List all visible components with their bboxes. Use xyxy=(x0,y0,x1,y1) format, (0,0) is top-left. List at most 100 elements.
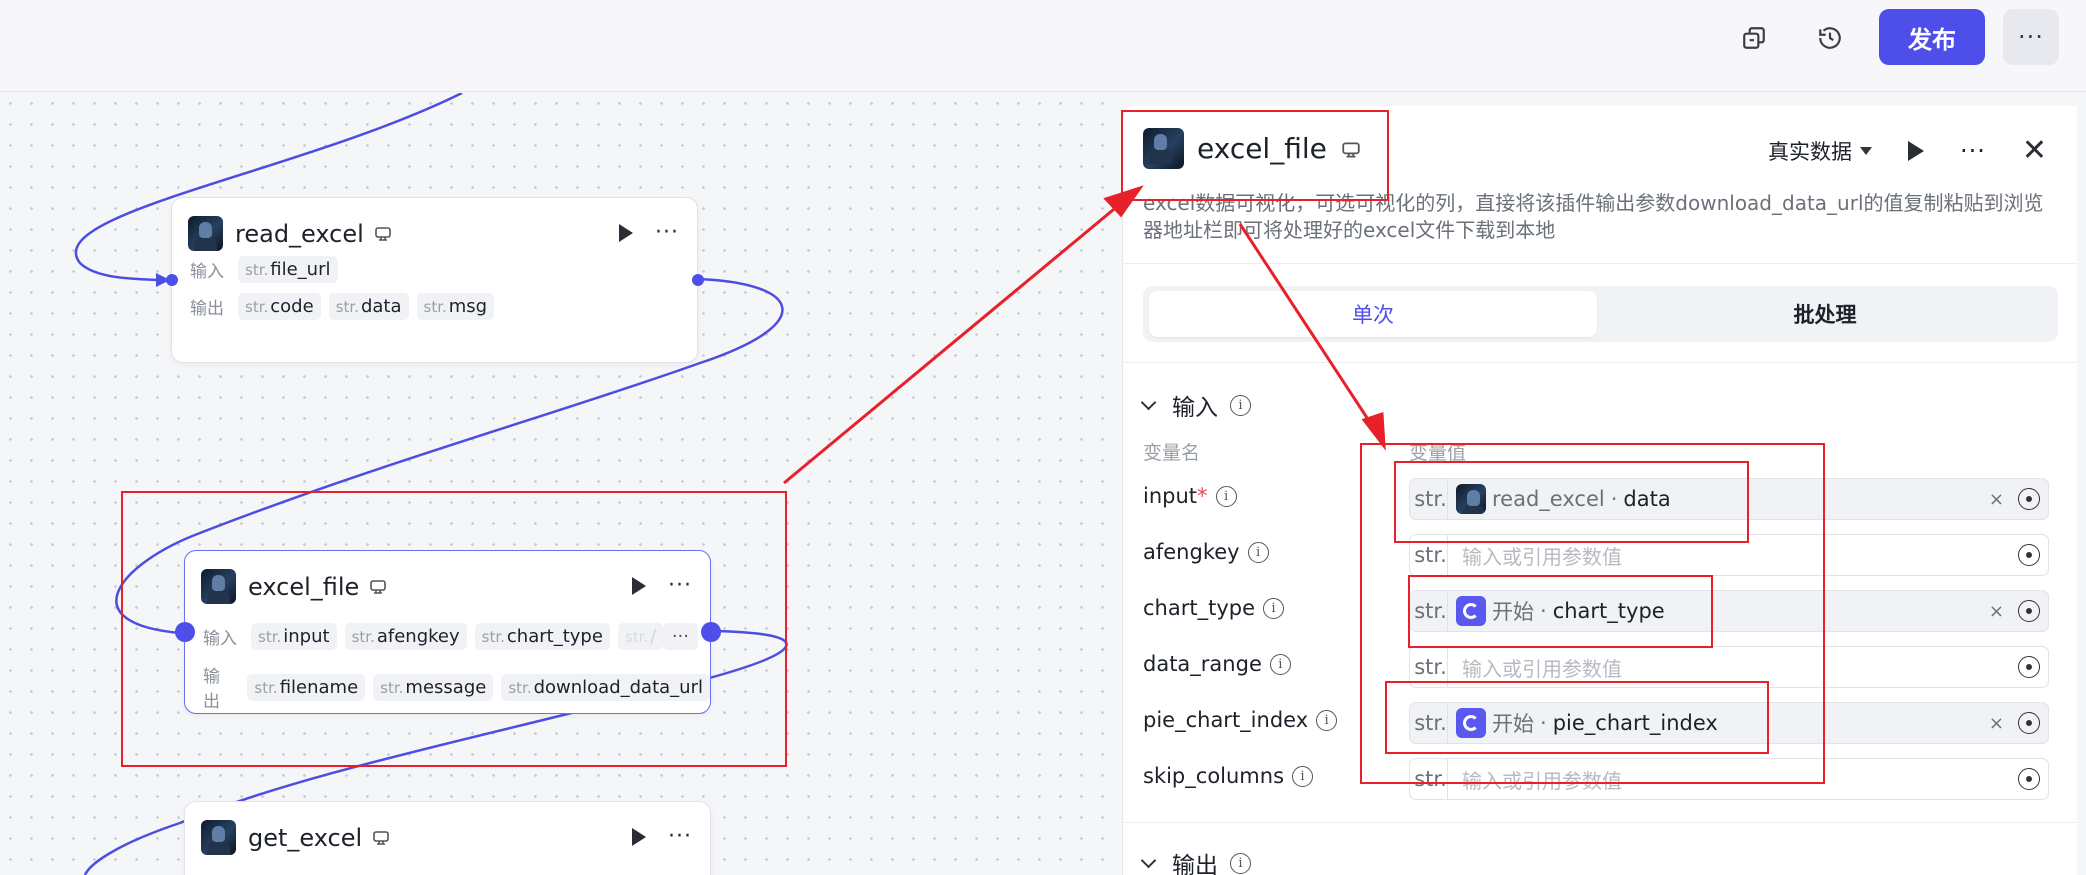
info-icon[interactable]: i xyxy=(1230,852,1251,874)
plugin-avatar xyxy=(201,820,236,855)
param-value-chart-type[interactable]: str. 开始 · chart_type × xyxy=(1409,590,2049,632)
run-icon[interactable] xyxy=(1907,141,1924,161)
input-label: 输入 xyxy=(203,629,237,649)
info-icon[interactable]: i xyxy=(1230,394,1251,416)
more-icon[interactable]: ··· xyxy=(668,573,692,598)
panel-header: excel_file xyxy=(1143,128,1360,169)
annotation-box-panel-title xyxy=(1121,110,1389,201)
more-params-button[interactable]: ··· xyxy=(662,623,698,650)
more-icon[interactable]: ··· xyxy=(655,220,679,245)
input-section-header[interactable]: 输入 i xyxy=(1140,388,1251,422)
info-icon[interactable]: i xyxy=(1247,541,1269,563)
reference-picker-icon[interactable] xyxy=(2018,600,2040,622)
panel-title: excel_file xyxy=(1197,132,1327,165)
param-tag: str.input xyxy=(251,623,337,650)
param-tag: str.code xyxy=(238,293,321,320)
plugin-icon xyxy=(374,226,392,242)
param-name-input: input* i xyxy=(1143,484,1237,508)
input-label: 输入 xyxy=(190,262,224,282)
clear-icon[interactable]: × xyxy=(1988,488,2004,510)
divider xyxy=(1123,362,2078,363)
annotation-box-pie-ref xyxy=(1385,681,1769,754)
node-title: excel_file xyxy=(248,572,360,601)
param-value-skip-columns[interactable]: str. 输入或引用参数值 xyxy=(1409,758,2049,800)
node-actions: ··· xyxy=(619,220,679,245)
param-name-data-range: data_range i xyxy=(1143,652,1291,676)
annotation-box-chart-type-ref xyxy=(1408,575,1713,648)
placeholder-text: 输入或引用参数值 xyxy=(1462,544,1622,569)
more-icon[interactable]: ··· xyxy=(668,824,692,849)
output-section-header[interactable]: 输出 i xyxy=(1140,846,1251,875)
close-icon[interactable]: ✕ xyxy=(2021,133,2047,168)
more-icon[interactable]: ··· xyxy=(1959,137,1986,165)
divider xyxy=(1123,263,2078,264)
run-icon[interactable] xyxy=(619,223,634,242)
node-input-row: 输入 str.input str.afengkey str.chart_type… xyxy=(203,623,698,650)
divider xyxy=(1123,822,2078,823)
info-icon[interactable]: i xyxy=(1215,485,1237,507)
info-icon[interactable]: i xyxy=(1292,765,1314,787)
node-excel-file[interactable]: excel_file ··· 输入 str.input str.afengkey… xyxy=(184,550,711,714)
plugin-avatar xyxy=(1143,128,1184,169)
start-node-icon xyxy=(1456,596,1486,626)
more-menu-button[interactable]: ··· xyxy=(2003,9,2059,65)
annotation-box-values xyxy=(1360,443,1825,784)
reference-chip: 开始 · pie_chart_index xyxy=(1456,708,1718,738)
node-input-row: 输入 str.file_url xyxy=(190,256,338,283)
reference-chip: 开始 · chart_type xyxy=(1456,596,1665,626)
param-name-chart-type: chart_type i xyxy=(1143,596,1285,620)
history-icon[interactable] xyxy=(1810,18,1850,58)
node-title: read_excel xyxy=(235,219,364,248)
section-title: 输出 xyxy=(1172,853,1218,875)
clear-icon[interactable]: × xyxy=(1988,712,2004,734)
tab-batch[interactable]: 批处理 xyxy=(1793,303,1857,327)
column-header-name: 变量名 xyxy=(1143,442,1201,464)
chevron-down-icon xyxy=(1140,852,1157,868)
info-icon[interactable]: i xyxy=(1316,709,1338,731)
clear-icon[interactable]: × xyxy=(1988,600,2004,622)
param-tag: str.msg xyxy=(416,293,495,320)
tab-single[interactable]: 单次 xyxy=(1149,291,1597,337)
param-name-pie-chart-index: pie_chart_index i xyxy=(1143,708,1338,732)
info-icon[interactable]: i xyxy=(1269,653,1291,675)
node-read-excel[interactable]: read_excel ··· 输入 str.file_url 输出 str.co… xyxy=(171,197,698,363)
param-value-input[interactable]: str. read_excel · data × xyxy=(1409,478,2049,520)
column-header-value: 变量值 xyxy=(1409,442,1467,464)
reference-picker-icon[interactable] xyxy=(2018,712,2040,734)
output-port[interactable] xyxy=(701,622,721,642)
param-tag: str.message xyxy=(373,673,494,701)
placeholder-text: 输入或引用参数值 xyxy=(1462,656,1622,681)
output-label: 输出 xyxy=(203,667,220,712)
node-get-excel[interactable]: get_excel ··· xyxy=(184,801,711,875)
run-icon[interactable] xyxy=(632,827,647,846)
output-port[interactable] xyxy=(692,274,704,286)
reference-picker-icon[interactable] xyxy=(2018,488,2040,510)
plugin-avatar xyxy=(188,216,223,251)
edge-read-excel-to-excel-file xyxy=(115,277,784,635)
param-name-skip-columns: skip_columns i xyxy=(1143,764,1314,788)
node-actions: ··· xyxy=(632,824,692,849)
param-value-pie-chart-index[interactable]: str. 开始 · pie_chart_index × xyxy=(1409,702,2049,744)
run-mode-tabs: 单次 批处理 xyxy=(1143,286,2058,342)
data-mode-select[interactable]: 真实数据 xyxy=(1768,136,1872,166)
input-port[interactable] xyxy=(175,622,195,642)
param-tag: str.chart_type xyxy=(474,623,610,650)
edge-top-to-read-excel xyxy=(74,93,463,282)
node-output-row: 输出 str.filename str.message str.download… xyxy=(203,662,710,712)
node-actions: ··· xyxy=(632,573,692,598)
panel-actions: 真实数据 ··· ✕ xyxy=(1768,136,2047,166)
reference-picker-icon[interactable] xyxy=(2018,656,2040,678)
info-icon[interactable]: i xyxy=(1263,597,1285,619)
plugin-avatar xyxy=(201,569,236,604)
reference-picker-icon[interactable] xyxy=(2018,544,2040,566)
param-tag: str.file_url xyxy=(238,256,338,283)
publish-button[interactable]: 发布 xyxy=(1879,9,1985,65)
node-header: excel_file xyxy=(201,569,387,604)
reference-picker-icon[interactable] xyxy=(2018,768,2040,790)
copy-icon[interactable] xyxy=(1734,18,1774,58)
plugin-icon xyxy=(369,579,387,595)
run-icon[interactable] xyxy=(632,576,647,595)
input-port[interactable] xyxy=(166,274,178,286)
plugin-icon xyxy=(372,830,390,846)
reference-chip: read_excel · data xyxy=(1456,484,1671,514)
